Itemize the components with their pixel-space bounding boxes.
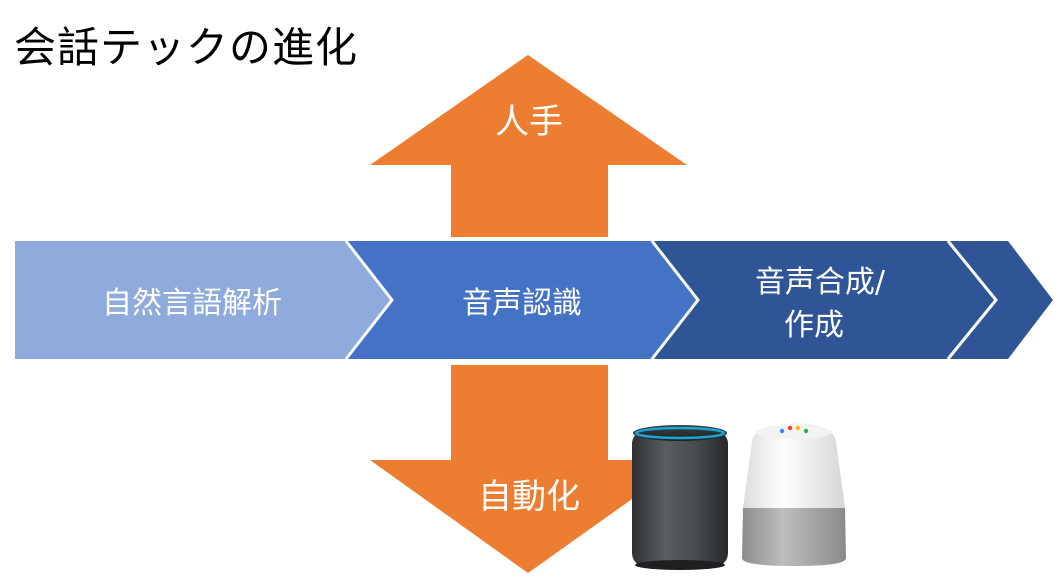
stage-label-speech-synthesis-line2: 作成 — [784, 308, 844, 343]
stage-natural-language — [15, 241, 392, 359]
down-arrow-label: 自動化 — [478, 477, 580, 517]
up-arrow-label: 人手 — [495, 102, 563, 142]
chevron-separator — [650, 240, 700, 360]
slide-title: 会話テックの進化 — [14, 23, 359, 72]
down-arrow — [370, 365, 687, 573]
up-arrow — [370, 55, 687, 237]
stage-next — [948, 241, 1053, 359]
stage-speech-synthesis — [652, 241, 996, 359]
chevron-separator — [344, 240, 394, 360]
stage-speech-recognition — [346, 241, 698, 359]
stage-label-natural-language: 自然言語解析 — [102, 286, 282, 321]
stage-label-speech-recognition: 音声認識 — [462, 286, 582, 321]
smart-speaker-white-icon — [742, 423, 846, 566]
stage-label-speech-synthesis-line1: 音声合成/ — [755, 265, 886, 300]
smart-speaker-dark-icon — [632, 425, 728, 570]
chevron-separator — [946, 240, 998, 360]
